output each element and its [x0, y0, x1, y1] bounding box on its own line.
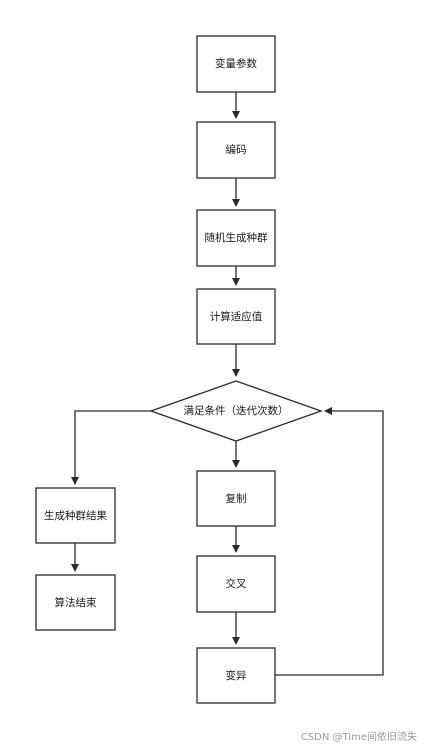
- node-mutation: 变异: [196, 647, 276, 704]
- node-encoding-label: 编码: [226, 143, 247, 156]
- edge-condition-to-result: [71, 410, 151, 485]
- node-crossover: 交叉: [196, 555, 276, 613]
- node-variable-params: 变量参数: [196, 35, 276, 93]
- node-encoding: 编码: [196, 121, 276, 179]
- node-condition-decision: 满足条件（迭代次数）: [149, 380, 323, 442]
- node-compute-fitness-label: 计算适应值: [210, 310, 263, 323]
- edge-mutation-loop-to-condition: [275, 407, 384, 676]
- node-crossover-label: 交叉: [226, 577, 247, 590]
- node-algorithm-end-label: 算法结束: [55, 596, 97, 609]
- node-copy-label: 复制: [226, 492, 247, 505]
- node-condition-label: 满足条件（迭代次数）: [184, 404, 289, 417]
- node-variable-params-label: 变量参数: [215, 57, 257, 70]
- node-mutation-label: 变异: [226, 669, 247, 682]
- node-algorithm-end: 算法结束: [35, 574, 116, 631]
- node-compute-fitness: 计算适应值: [196, 288, 276, 345]
- node-copy: 复制: [196, 470, 276, 527]
- node-generate-result-label: 生成种群结果: [44, 509, 107, 522]
- watermark-text: CSDN @Time间依旧流失: [300, 732, 417, 743]
- node-random-population: 随机生成种群: [196, 209, 276, 267]
- node-generate-result: 生成种群结果: [35, 487, 116, 544]
- node-random-population-label: 随机生成种群: [205, 231, 268, 244]
